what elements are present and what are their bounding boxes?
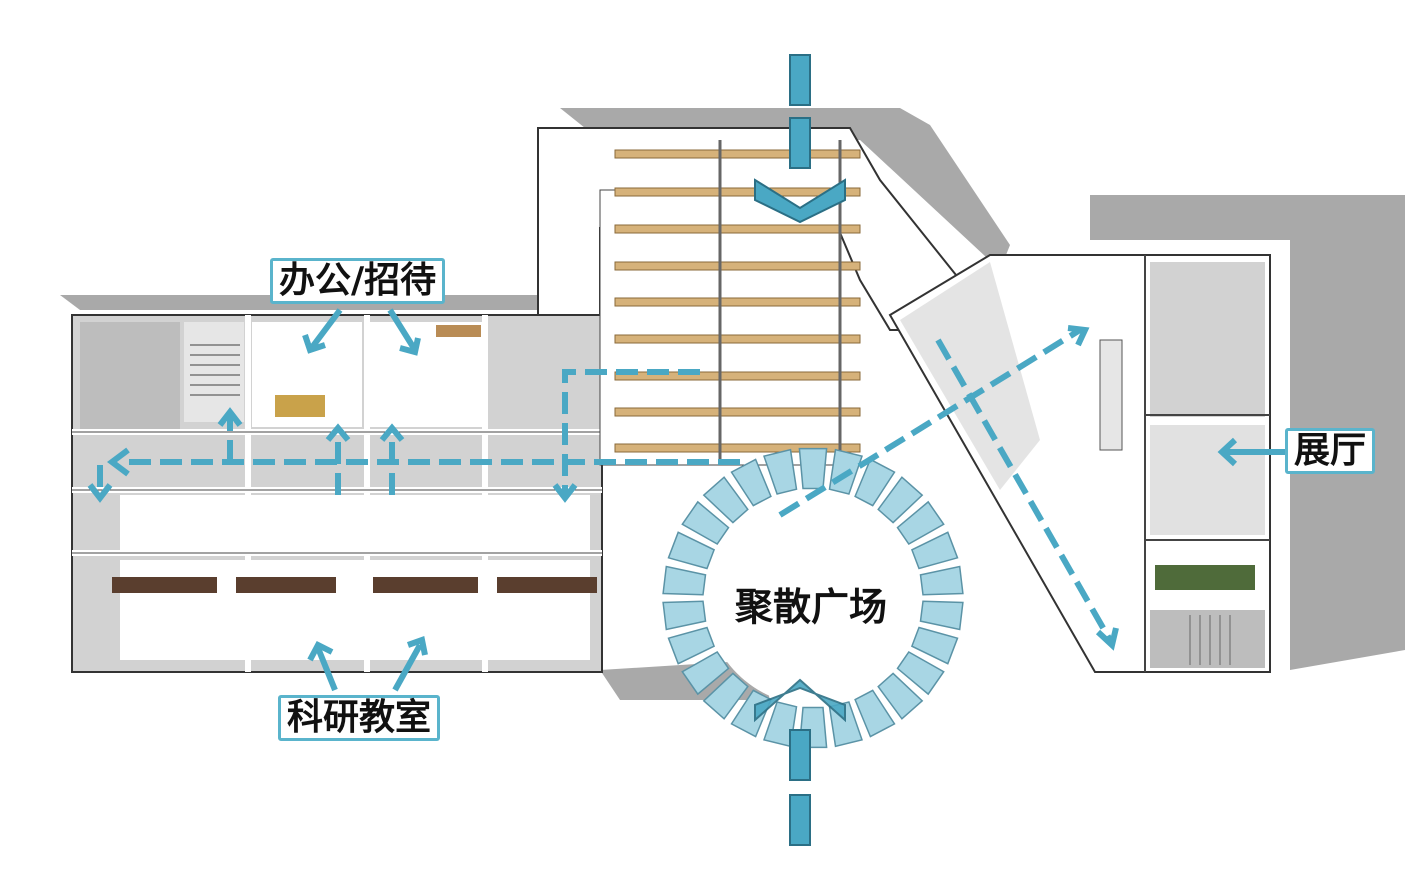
- plaza-seat-segment: [702, 476, 749, 524]
- plaza-seat-segment: [681, 500, 730, 545]
- label-classroom: 科研教室: [278, 695, 441, 741]
- wood-beams: [614, 149, 861, 453]
- plaza-seat-segment: [730, 458, 772, 507]
- plaza-seat-segment: [702, 672, 749, 720]
- label-office: 办公/招待: [270, 258, 446, 304]
- label-exhibition: 展厅: [1285, 428, 1376, 474]
- arrow-up-icon: [754, 678, 846, 723]
- plaza-seat-segment: [662, 600, 707, 631]
- classroom-tables: [112, 577, 597, 593]
- plaza-seat-segment: [896, 500, 945, 545]
- plaza-seat-segment: [919, 600, 964, 631]
- right-building: [888, 254, 1271, 673]
- plaza-seat-segment: [798, 447, 828, 490]
- plaza-seat-segment: [919, 565, 964, 596]
- arrow-down-icon: [754, 178, 846, 224]
- left-building: [71, 314, 603, 673]
- plaza-seat-segment: [854, 689, 896, 738]
- plaza-seat-segment: [877, 672, 924, 720]
- plaza-seat-segment: [662, 565, 707, 596]
- entry-arrows: [754, 54, 846, 846]
- plaza-seat-segment: [877, 476, 924, 524]
- middle-building: [537, 127, 1003, 466]
- circulation-paths: [97, 327, 1113, 642]
- plaza-seat-segment: [896, 651, 945, 696]
- plaza-seat-segment: [667, 626, 716, 665]
- plaza-seat-segment: [681, 651, 730, 696]
- plaza-seat-segment: [763, 448, 798, 495]
- plaza-seat-segment: [854, 458, 896, 507]
- arrow-heads: [87, 308, 1285, 692]
- plaza-seat-segment: [667, 531, 716, 570]
- plaza-seat-segment: [910, 531, 959, 570]
- plaza-seat-segment: [910, 626, 959, 665]
- label-plaza: 聚散广场: [735, 585, 888, 629]
